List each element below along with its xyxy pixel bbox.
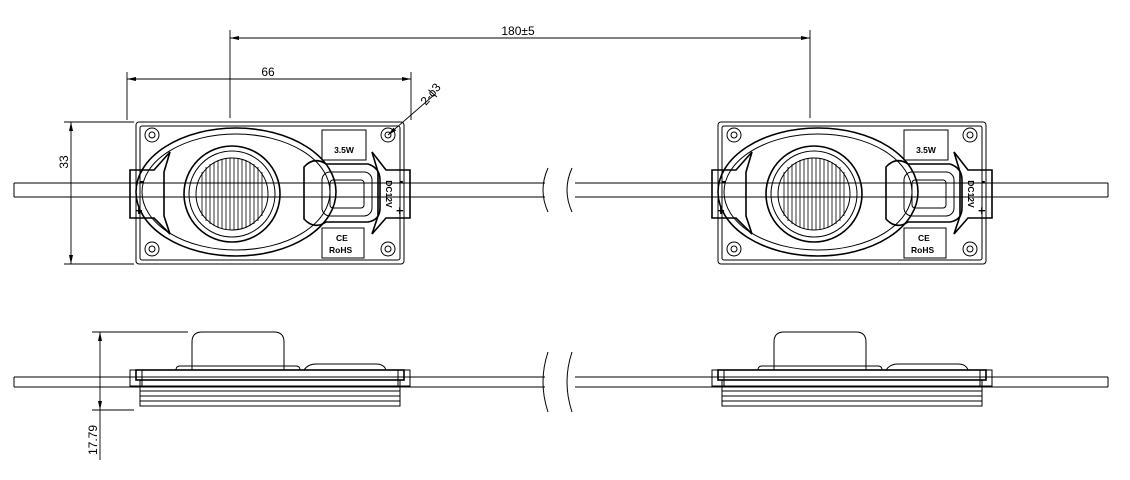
width-label: 66 <box>261 65 275 79</box>
plus-sign: + <box>717 203 725 218</box>
thickness-label: 17.79 <box>86 425 100 455</box>
led-module-left: 3.5W DC12V - + - + CE RoHS <box>129 121 411 265</box>
hole-label: 2-ϕ3 <box>418 80 444 108</box>
minus-sign: - <box>140 173 144 188</box>
height-dimension: 33 <box>57 121 134 265</box>
ce-mark: CE <box>918 233 930 243</box>
led-module-right: 3.5W DC12V - + - + CE RoHS <box>711 121 993 265</box>
rohs-mark: RoHS <box>329 245 352 255</box>
minus-sign: - <box>399 173 403 188</box>
voltage-label: DC12V <box>966 180 976 208</box>
side-view: 17.79 <box>13 331 1109 460</box>
rohs-mark: RoHS <box>911 245 934 255</box>
pitch-dimension: 180±5 <box>229 24 811 118</box>
width-dimension: 66 <box>126 65 412 120</box>
led-module-right-side <box>711 331 993 407</box>
plus-sign: + <box>396 203 404 218</box>
pitch-label: 180±5 <box>501 24 535 38</box>
plus-sign: + <box>135 203 143 218</box>
voltage-label: DC12V <box>384 180 394 208</box>
power-label: 3.5W <box>916 145 937 155</box>
minus-sign: - <box>981 173 985 188</box>
hole-callout: 2-ϕ3 <box>387 80 444 136</box>
plus-sign: + <box>978 203 986 218</box>
led-module-left-side <box>129 331 411 407</box>
wire-side <box>13 351 1109 413</box>
thickness-dimension: 17.79 <box>86 331 188 460</box>
top-view: 3.5W DC12V - + - + CE RoHS 3.5W DC12V - … <box>13 24 1109 265</box>
height-label: 33 <box>57 155 71 169</box>
power-label: 3.5W <box>334 145 355 155</box>
ce-mark: CE <box>336 233 348 243</box>
minus-sign: - <box>722 173 726 188</box>
wire-top <box>13 167 1109 213</box>
